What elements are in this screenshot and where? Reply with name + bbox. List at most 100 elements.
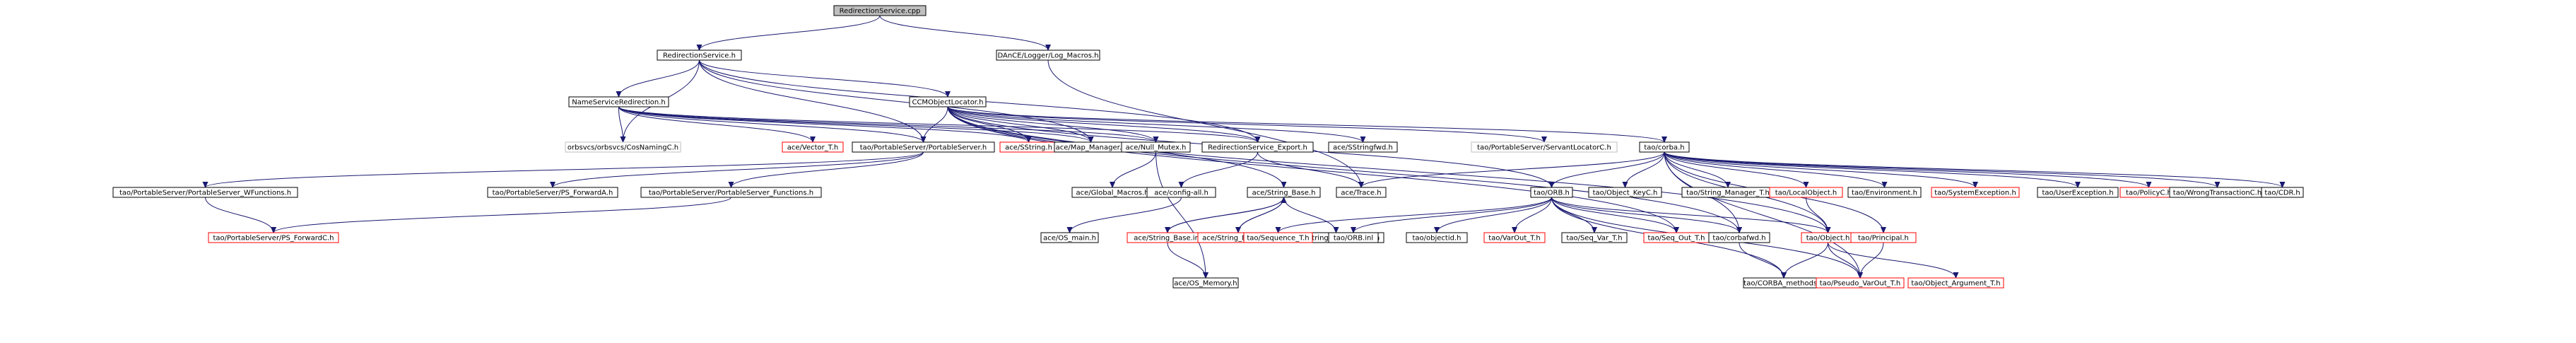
graph-node-ps-fwdc[interactable]: tao/PortableServer/PS_ForwardC.h — [208, 232, 339, 243]
graph-node-cdr-h[interactable]: tao/CDR.h — [2261, 187, 2304, 198]
graph-node-object-h[interactable]: tao/Object.h — [1801, 232, 1855, 243]
graph-node-orb-h[interactable]: tao/ORB.h — [1530, 187, 1573, 198]
graph-node-userexc[interactable]: tao/UserException.h — [2037, 187, 2119, 198]
node-label: tao/PortableServer/PS_ForwardC.h — [213, 235, 334, 243]
graph-node-principal[interactable]: tao/Principal.h — [1850, 232, 1917, 243]
node-label: RedirectionService.cpp — [840, 8, 921, 16]
node-label: RedirectionService_Export.h — [1208, 144, 1307, 152]
edge-nsr-h-to-ps-h — [618, 106, 927, 143]
node-box — [782, 141, 844, 153]
edge-nsr-h-to-null-mutex — [618, 106, 1159, 143]
graph-node-pseudo-varout[interactable]: tao/Pseudo_VarOut_T.h — [1816, 277, 1905, 289]
edge-ps-wfunc-to-ps-fwdc — [205, 197, 276, 233]
node-box — [833, 5, 927, 16]
graph-node-seq-out-t[interactable]: tao/Seq_Out_T.h — [1643, 232, 1710, 243]
graph-node-config-all[interactable]: ace/config-all.h — [1146, 187, 1216, 198]
graph-node-ps-h[interactable]: tao/PortableServer/PortableServer.h — [852, 141, 995, 153]
node-label: tao/CDR.h — [2264, 190, 2300, 197]
graph-node-map-mgr[interactable]: ace/Map_Manager.h — [1054, 141, 1128, 153]
edge-corba-h-to-orb-h — [1548, 151, 1665, 188]
edge-principal-to-pseudo-varout — [1857, 242, 1884, 279]
edge-localobj-to-object-h — [1806, 197, 1831, 233]
graph-node-seq-var-t[interactable]: tao/Seq_Var_T.h — [1561, 232, 1628, 243]
graph-node-dance-log[interactable]: DAnCE/Logger/Log_Macros.h — [996, 50, 1100, 61]
node-box — [1328, 141, 1398, 153]
graph-node-os-memory[interactable]: ace/OS_Memory.h — [1172, 277, 1239, 289]
graph-node-corba-methods[interactable]: tao/CORBA_methods.h — [1743, 277, 1825, 289]
node-box — [2261, 187, 2304, 198]
graph-node-rs-export[interactable]: RedirectionService_Export.h — [1201, 141, 1314, 153]
node-box — [1328, 232, 1379, 243]
node-label: tao/Principal.h — [1858, 235, 1909, 243]
graph-node-orb-inl[interactable]: tao/ORB.inl — [1328, 232, 1379, 243]
graph-node-trace-h[interactable]: ace/Trace.h — [1336, 187, 1387, 198]
node-box — [1769, 187, 1843, 198]
edge-sb-inl-to-string-base — [1167, 197, 1287, 233]
edge-nsr-h-to-sstring — [618, 106, 1032, 143]
node-box — [1201, 141, 1314, 153]
node-label: ace/Null_Mutex.h — [1126, 144, 1187, 152]
node-label: tao/CORBA_methods.h — [1743, 280, 1823, 288]
graph-node-objectid[interactable]: tao/objectid.h — [1406, 232, 1468, 243]
graph-node-ps-func[interactable]: tao/PortableServer/PortableServer_Functi… — [640, 187, 822, 198]
node-box — [1850, 232, 1917, 243]
graph-node-localobj[interactable]: tao/LocalObject.h — [1769, 187, 1843, 198]
edge-orb-h-to-object-h — [1551, 197, 1831, 233]
edge-ccmol-h-to-rs-export — [947, 106, 1261, 143]
node-box — [1639, 141, 1690, 153]
graph-node-str-mgr[interactable]: tao/String_Manager_T.h — [1681, 187, 1775, 198]
node-label: tao/ORB.inl — [1334, 235, 1373, 243]
graph-node-corba-h[interactable]: tao/corba.h — [1639, 141, 1690, 153]
graph-node-sequence-t[interactable]: tao/Sequence_T.h — [1243, 232, 1313, 243]
node-box — [1247, 187, 1321, 198]
graph-node-global-macros[interactable]: ace/Global_Macros.h — [1071, 187, 1153, 198]
edge-ccmol-h-to-null-mutex — [947, 106, 1159, 143]
graph-node-cosnaming: orbsvcs/orbsvcs/CosNamingC.h — [565, 141, 681, 153]
graph-node-vector-t[interactable]: ace/Vector_T.h — [782, 141, 844, 153]
graph-node-sysexc[interactable]: tao/SystemException.h — [1931, 187, 2020, 198]
node-label: ace/String_Base.inl — [1134, 235, 1201, 243]
node-label: ace/SString.h — [1005, 144, 1052, 152]
graph-node-ccmol-h[interactable]: CCMObjectLocator.h — [909, 96, 987, 107]
node-label: ace/String_Base.h — [1252, 190, 1316, 197]
node-label: ace/Vector_T.h — [787, 144, 838, 152]
graph-node-os-main[interactable]: ace/OS_main.h — [1040, 232, 1099, 243]
edge-ccmol-h-to-object-h — [947, 106, 1831, 233]
graph-node-ps-fwda[interactable]: tao/PortableServer/PS_ForwardA.h — [487, 187, 618, 198]
edge-rs-h-to-map-mgr — [699, 59, 1094, 143]
edge-ccmol-h-to-servantloc — [947, 106, 1547, 143]
graph-node-sb-inl[interactable]: ace/String_Base.inl — [1127, 232, 1208, 243]
node-box — [1471, 141, 1618, 153]
graph-node-rs-h[interactable]: RedirectionService.h — [657, 50, 742, 61]
node-box — [487, 187, 618, 198]
node-label: tao/UserException.h — [2042, 190, 2113, 197]
edge-orb-h-to-varout-t — [1512, 197, 1552, 233]
graph-node-sstringfwd[interactable]: ace/SStringfwd.h — [1328, 141, 1398, 153]
graph-node-root[interactable]: RedirectionService.cpp — [833, 5, 927, 16]
edge-string-base-to-sb-const — [1283, 197, 1339, 233]
graph-node-corbafwd[interactable]: tao/corbafwd.h — [1708, 232, 1770, 243]
graph-node-null-mutex[interactable]: ace/Null_Mutex.h — [1121, 141, 1191, 153]
node-box — [568, 96, 669, 107]
node-label: tao/LocalObject.h — [1775, 190, 1837, 197]
node-label: ace/Map_Manager.h — [1056, 144, 1127, 152]
edge-sb-inl-to-os-memory — [1167, 242, 1208, 279]
graph-node-obj-arg-t[interactable]: tao/Object_Argument_T.h — [1907, 277, 2004, 289]
graph-node-string-base[interactable]: ace/String_Base.h — [1247, 187, 1321, 198]
graph-node-sstring[interactable]: ace/SString.h — [999, 141, 1058, 153]
node-label: tao/Object_Argument_T.h — [1911, 280, 2000, 288]
graph-node-policyc[interactable]: tao/PolicyC.h — [2119, 187, 2178, 198]
edge-corba-h-to-userexc — [1664, 151, 2081, 188]
node-box — [1406, 232, 1468, 243]
graph-node-nsr-h[interactable]: NameServiceRedirection.h — [568, 96, 669, 107]
graph-node-obj-keyc[interactable]: tao/Object_KeyC.h — [1588, 187, 1662, 198]
edge-object-h-to-obj-arg-t — [1828, 242, 1959, 279]
graph-node-environment[interactable]: tao/Environment.h — [1847, 187, 1922, 198]
edge-ps-h-to-ps-fwda — [550, 151, 924, 188]
graph-node-wrongtx[interactable]: tao/WrongTransactionC.h — [2169, 187, 2266, 198]
edge-config-all-to-os-main — [1066, 197, 1182, 233]
node-box — [1816, 277, 1905, 289]
graph-node-varout-t[interactable]: tao/VarOut_T.h — [1483, 232, 1546, 243]
edge-corba-h-to-wrongtx — [1664, 151, 2221, 188]
graph-node-ps-wfunc[interactable]: tao/PortableServer/PortableServer_WFunct… — [112, 187, 298, 198]
